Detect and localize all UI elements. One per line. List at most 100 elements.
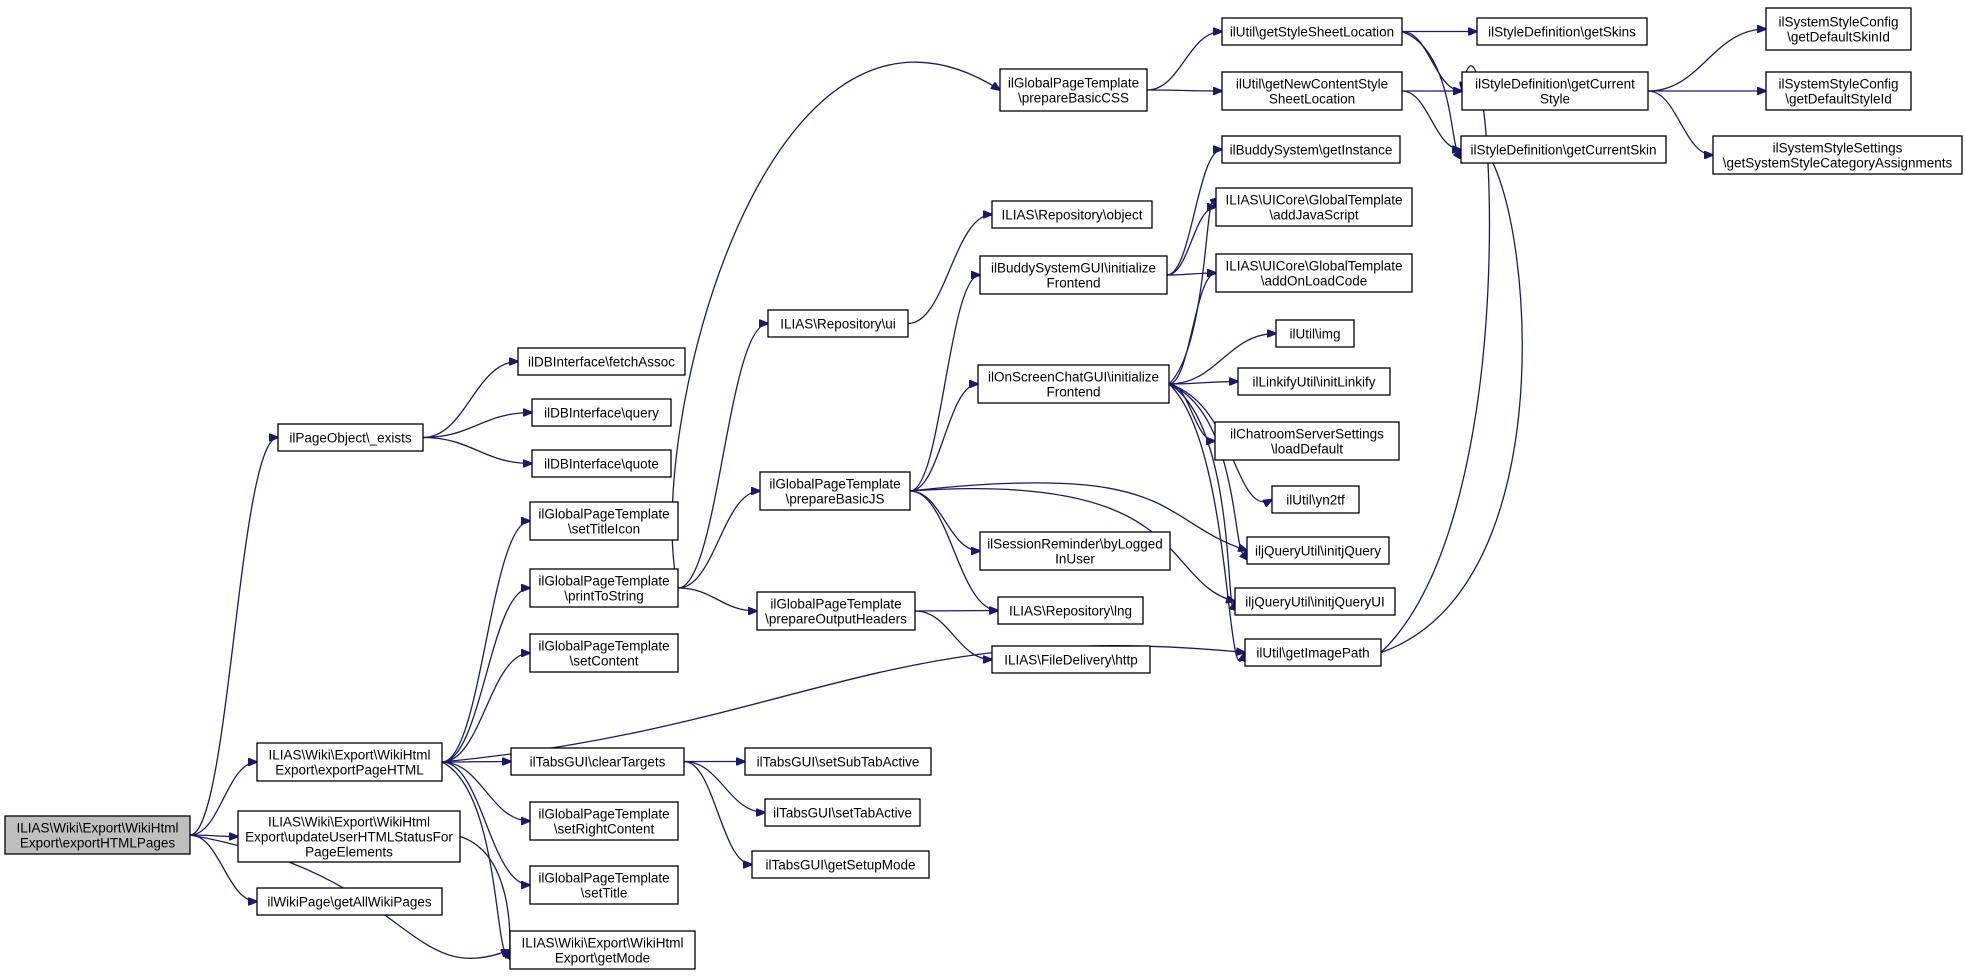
node-label-line: ILIAS\Wiki\Export\WikiHtml bbox=[268, 815, 430, 830]
node-label: ilGlobalPageTemplate\setTitle bbox=[538, 871, 669, 901]
node-label-line: Export\exportPageHTML bbox=[275, 763, 424, 778]
node-fetchassoc[interactable]: ilDBInterface\fetchAssoc bbox=[517, 347, 686, 376]
node-settabactive[interactable]: ilTabsGUI\setTabActive bbox=[764, 798, 921, 827]
node-setrightcontent[interactable]: ilGlobalPageTemplate\setRightContent bbox=[529, 801, 679, 841]
node-query[interactable]: ilDBInterface\query bbox=[531, 398, 672, 427]
node-label-line: PageElements bbox=[305, 845, 393, 860]
node-label-line: iljQueryUtil\initjQueryUI bbox=[1245, 595, 1385, 610]
node-label-line: ilGlobalPageTemplate bbox=[770, 597, 901, 612]
node-addonloadcode[interactable]: ILIAS\UICore\GlobalTemplate\addOnLoadCod… bbox=[1215, 253, 1413, 293]
node-label-line: ilUtil\img bbox=[1289, 327, 1340, 342]
node-setcontent[interactable]: ilGlobalPageTemplate\setContent bbox=[529, 633, 679, 673]
node-getsetupmode[interactable]: ilTabsGUI\getSetupMode bbox=[751, 850, 930, 879]
node-label: ILIAS\UICore\GlobalTemplate\addOnLoadCod… bbox=[1225, 259, 1402, 289]
node-box bbox=[256, 887, 443, 916]
node-label-line: ilStyleDefinition\getCurrent bbox=[1475, 77, 1635, 92]
node-label: ilStyleDefinition\getCurrentSkin bbox=[1470, 143, 1656, 158]
node-box bbox=[1271, 485, 1360, 514]
node-initjqueryui[interactable]: iljQueryUtil\initjQueryUI bbox=[1234, 587, 1396, 616]
node-pageobject-exists[interactable]: ilPageObject\_exists bbox=[277, 423, 424, 452]
edge-path bbox=[1168, 382, 1238, 385]
node-repo-lng[interactable]: ILIAS\Repository\lng bbox=[997, 596, 1144, 625]
node-box bbox=[1221, 17, 1403, 46]
edge-path bbox=[189, 762, 257, 836]
node-label: ilSystemStyleConfig\getDefaultStyleId bbox=[1778, 77, 1898, 107]
node-settitleicon[interactable]: ilGlobalPageTemplate\setTitleIcon bbox=[529, 501, 679, 541]
edge-path bbox=[909, 487, 1235, 602]
node-quote[interactable]: ilDBInterface\quote bbox=[531, 449, 672, 478]
node-label-line: ilSessionReminder\byLogged bbox=[987, 537, 1163, 552]
node-getdefaultstyleid[interactable]: ilSystemStyleConfig\getDefaultStyleId bbox=[1765, 71, 1912, 111]
node-getcurrentskin[interactable]: ilStyleDefinition\getCurrentSkin bbox=[1460, 135, 1667, 164]
node-addjavascript[interactable]: ILIAS\UICore\GlobalTemplate\addJavaScrip… bbox=[1215, 187, 1413, 227]
node-filedelivery-http[interactable]: ILIAS\FileDelivery\http bbox=[991, 645, 1151, 674]
node-label-line: ilGlobalPageTemplate bbox=[538, 507, 669, 522]
edge-path bbox=[441, 588, 530, 763]
edge-preparebasicjs-to-repo-lng bbox=[909, 490, 998, 611]
node-printtostring[interactable]: ilGlobalPageTemplate\printToString bbox=[529, 568, 679, 608]
node-label-line: Style bbox=[1540, 92, 1570, 107]
node-getimagepath[interactable]: ilUtil\getImagePath bbox=[1244, 638, 1382, 667]
node-label-line: \prepareBasicJS bbox=[785, 492, 884, 507]
node-label: ILIAS\Repository\object bbox=[1001, 208, 1142, 223]
edge-getstylesheetlocation-to-getcurrentstyle bbox=[1401, 30, 1462, 92]
edge-osc-initfrontend-to-initjquery bbox=[1168, 383, 1247, 554]
node-label-line: ILIAS\Wiki\Export\WikiHtml bbox=[268, 748, 430, 763]
node-box bbox=[237, 810, 461, 863]
node-box bbox=[764, 798, 921, 827]
node-label-line: ilTabsGUI\clearTargets bbox=[530, 755, 666, 770]
node-loaddefault[interactable]: ilChatroomServerSettings\loadDefault bbox=[1214, 421, 1400, 461]
edge-exportpagehtml-to-getmode bbox=[441, 761, 510, 953]
node-label-line: \getDefaultSkinId bbox=[1787, 30, 1890, 45]
node-label: ilGlobalPageTemplate\setRightContent bbox=[538, 807, 669, 837]
edge-path bbox=[677, 491, 760, 589]
node-label-line: ilStyleDefinition\getCurrentSkin bbox=[1470, 143, 1656, 158]
node-settitle[interactable]: ilGlobalPageTemplate\setTitle bbox=[529, 865, 679, 905]
node-cleartargets[interactable]: ilTabsGUI\clearTargets bbox=[510, 747, 685, 776]
node-util-img[interactable]: ilUtil\img bbox=[1275, 319, 1355, 348]
node-initjquery[interactable]: iljQueryUtil\initjQuery bbox=[1246, 536, 1390, 565]
node-preparebasicjs[interactable]: ilGlobalPageTemplate\prepareBasicJS bbox=[759, 471, 911, 511]
node-label-line: ilSystemStyleConfig bbox=[1778, 77, 1898, 92]
node-label-line: SheetLocation bbox=[1269, 92, 1355, 107]
node-repo-ui[interactable]: ILIAS\Repository\ui bbox=[767, 309, 909, 338]
node-preparebasiccss[interactable]: ilGlobalPageTemplate\prepareBasicCSS bbox=[999, 68, 1148, 112]
node-prepareoutputheaders[interactable]: ilGlobalPageTemplate\prepareOutputHeader… bbox=[756, 591, 916, 631]
node-box bbox=[997, 596, 1144, 625]
node-getskins[interactable]: ilStyleDefinition\getSkins bbox=[1476, 17, 1648, 46]
edge-path bbox=[914, 610, 992, 660]
node-box bbox=[531, 449, 672, 478]
node-label-line: ilSystemStyleSettings bbox=[1773, 141, 1903, 156]
node-box bbox=[1765, 7, 1912, 51]
node-initlinkify[interactable]: ilLinkifyUtil\initLinkify bbox=[1237, 367, 1391, 396]
node-setsubtabactive[interactable]: ilTabsGUI\setSubTabActive bbox=[744, 747, 932, 776]
edge-path bbox=[189, 438, 278, 836]
node-box bbox=[1460, 135, 1667, 164]
node-buddy-getinstance[interactable]: ilBuddySystem\getInstance bbox=[1221, 135, 1401, 164]
node-getsystemstylecategory[interactable]: ilSystemStyleSettings\getSystemStyleCate… bbox=[1712, 135, 1963, 175]
node-yn2tf[interactable]: ilUtil\yn2tf bbox=[1271, 485, 1360, 514]
node-getstylesheetlocation[interactable]: ilUtil\getStyleSheetLocation bbox=[1221, 17, 1403, 46]
node-label: ilSystemStyleSettings\getSystemStyleCate… bbox=[1723, 141, 1953, 171]
node-box bbox=[517, 347, 686, 376]
node-label: ilTabsGUI\setSubTabActive bbox=[757, 755, 920, 770]
node-repo-object[interactable]: ILIAS\Repository\object bbox=[991, 200, 1153, 229]
node-getdefaultskinid[interactable]: ilSystemStyleConfig\getDefaultSkinId bbox=[1765, 7, 1912, 51]
edge-path bbox=[1168, 334, 1276, 385]
node-box bbox=[529, 568, 679, 608]
node-getallwikipages[interactable]: ilWikiPage\getAllWikiPages bbox=[256, 887, 443, 916]
node-box bbox=[1215, 253, 1413, 293]
